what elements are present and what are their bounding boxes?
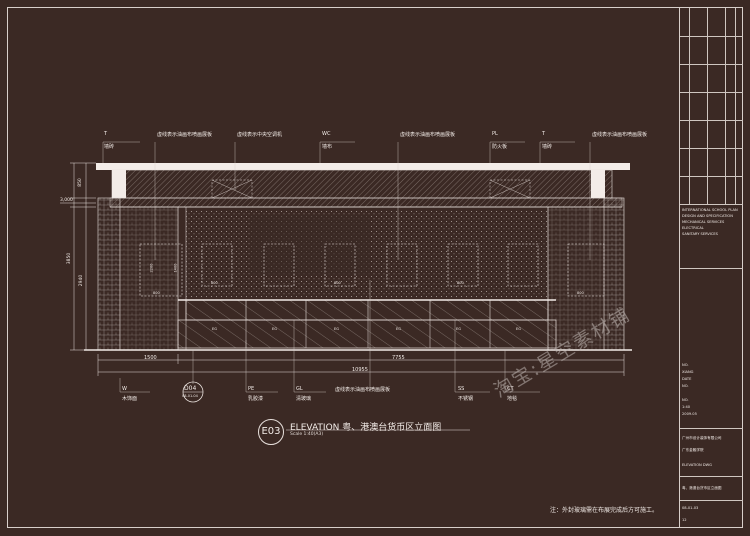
dim-bottom-c: 10955 (352, 367, 368, 373)
tag-code: W (122, 386, 127, 392)
panel-label: EG (272, 327, 277, 331)
tag-text: 虚线表示中央空调机 (237, 132, 283, 138)
detail-ref-sheet: 08-01-04 (182, 394, 198, 398)
tag-code: CT (507, 386, 514, 392)
tag-text: 防火板 (492, 144, 508, 150)
title-block-line: 12 (682, 518, 687, 522)
panel-label: EG (456, 327, 461, 331)
tag-text: 不锈钢 (458, 396, 474, 402)
title-block-line: XIANG (682, 370, 694, 374)
tag-text: 墙砖 (542, 144, 553, 150)
tag-code: PE (248, 386, 255, 392)
bottom-dimensions (97, 354, 625, 376)
title-block-line: 2009.05 (682, 412, 697, 416)
drawing-scale: Scale 1:40(A3) (290, 432, 324, 437)
tag-text: 虚线表示油画布喷画展板 (592, 132, 648, 138)
frame-size: 2200 (149, 263, 154, 273)
lower-cabinet (177, 319, 557, 349)
frame-size: 800 (153, 291, 160, 295)
tag-code: PL (492, 131, 498, 137)
sheet-border (7, 7, 743, 528)
tag-text: 墙砖 (104, 144, 115, 150)
frame-size: 1400 (173, 263, 178, 273)
tag-code: WC (322, 131, 331, 137)
title-block-line: 08-01-03 (682, 506, 699, 510)
panel-label: EG (396, 327, 401, 331)
tag-code: SS (458, 386, 465, 392)
panel-label: EG (516, 327, 521, 331)
title-block-line: DATE (682, 377, 692, 381)
tag-text: 乳胶漆 (248, 396, 264, 402)
construction-note: 注：外封玻璃需在布展完成后方可施工。 (550, 507, 659, 514)
ceiling-slab (96, 163, 630, 170)
title-block-line: 1:40 (682, 405, 691, 409)
frame-size: 800 (334, 281, 341, 285)
dim-bottom-a: 1500 (144, 355, 157, 361)
tag-code: T (542, 131, 546, 137)
title-block-line: ELEVATION DWG (682, 463, 712, 467)
glass-counter (185, 299, 549, 321)
tag-code: GL (296, 386, 303, 392)
frame-size: 800 (211, 281, 218, 285)
tag-text: 虚线表示油画布喷画展板 (157, 132, 213, 138)
dim-left-a: 850 (77, 178, 83, 187)
panel-label: EG (212, 327, 217, 331)
title-block-line: ELECTRICAL (682, 226, 704, 230)
dim-left-top: 3,000 (60, 198, 73, 203)
title-block-line: SANITARY SERVICES (682, 232, 718, 236)
title-block-line: DESIGN AND SPECIFICATION (682, 214, 733, 218)
frame-size: 800 (457, 281, 464, 285)
title-block-line: MECHANICAL SERVICES (682, 220, 725, 224)
tag-text: 地毯 (507, 396, 518, 402)
title-block-line: NO. (682, 363, 689, 367)
title-block-line: 粤、港澳台货币区立面图 (682, 486, 722, 490)
display-frames (139, 243, 605, 297)
dim-bottom-b: 7755 (392, 355, 405, 361)
tag-text: 虚线表示油画布喷画展板 (335, 387, 391, 393)
tag-text: 墙布 (322, 144, 333, 150)
title-block-line: NO. (682, 384, 689, 388)
tag-text: 清玻璃 (296, 396, 312, 402)
title-block: INTERNATIONAL SCHOOL PLAN DESIGN AND SPE… (679, 8, 743, 527)
frame-size: 800 (577, 291, 584, 295)
title-block-line: NO. (682, 398, 689, 402)
tag-text: 木饰面 (122, 396, 138, 402)
left-wall (97, 197, 121, 351)
ceiling-void (111, 169, 613, 199)
title-block-line: INTERNATIONAL SCHOOL PLAN (682, 208, 738, 212)
tag-text: 虚线表示油画布喷画展板 (400, 132, 456, 138)
dim-left-c: 2940 (79, 274, 85, 287)
drawing-number: E03 (258, 419, 284, 445)
title-block-line: 广州市设计装饰有限公司 (682, 436, 722, 440)
title-block-line: 广东金融学院 (682, 448, 704, 452)
dim-left-b: 3850 (67, 252, 73, 265)
drawing-title: ELEVATION 粤、港澳台货币区立面图 (290, 423, 442, 433)
detail-ref-code: D04 (184, 385, 197, 392)
tag-code: T (104, 131, 108, 137)
left-dimensions (60, 162, 96, 351)
panel-label: EG (334, 327, 339, 331)
